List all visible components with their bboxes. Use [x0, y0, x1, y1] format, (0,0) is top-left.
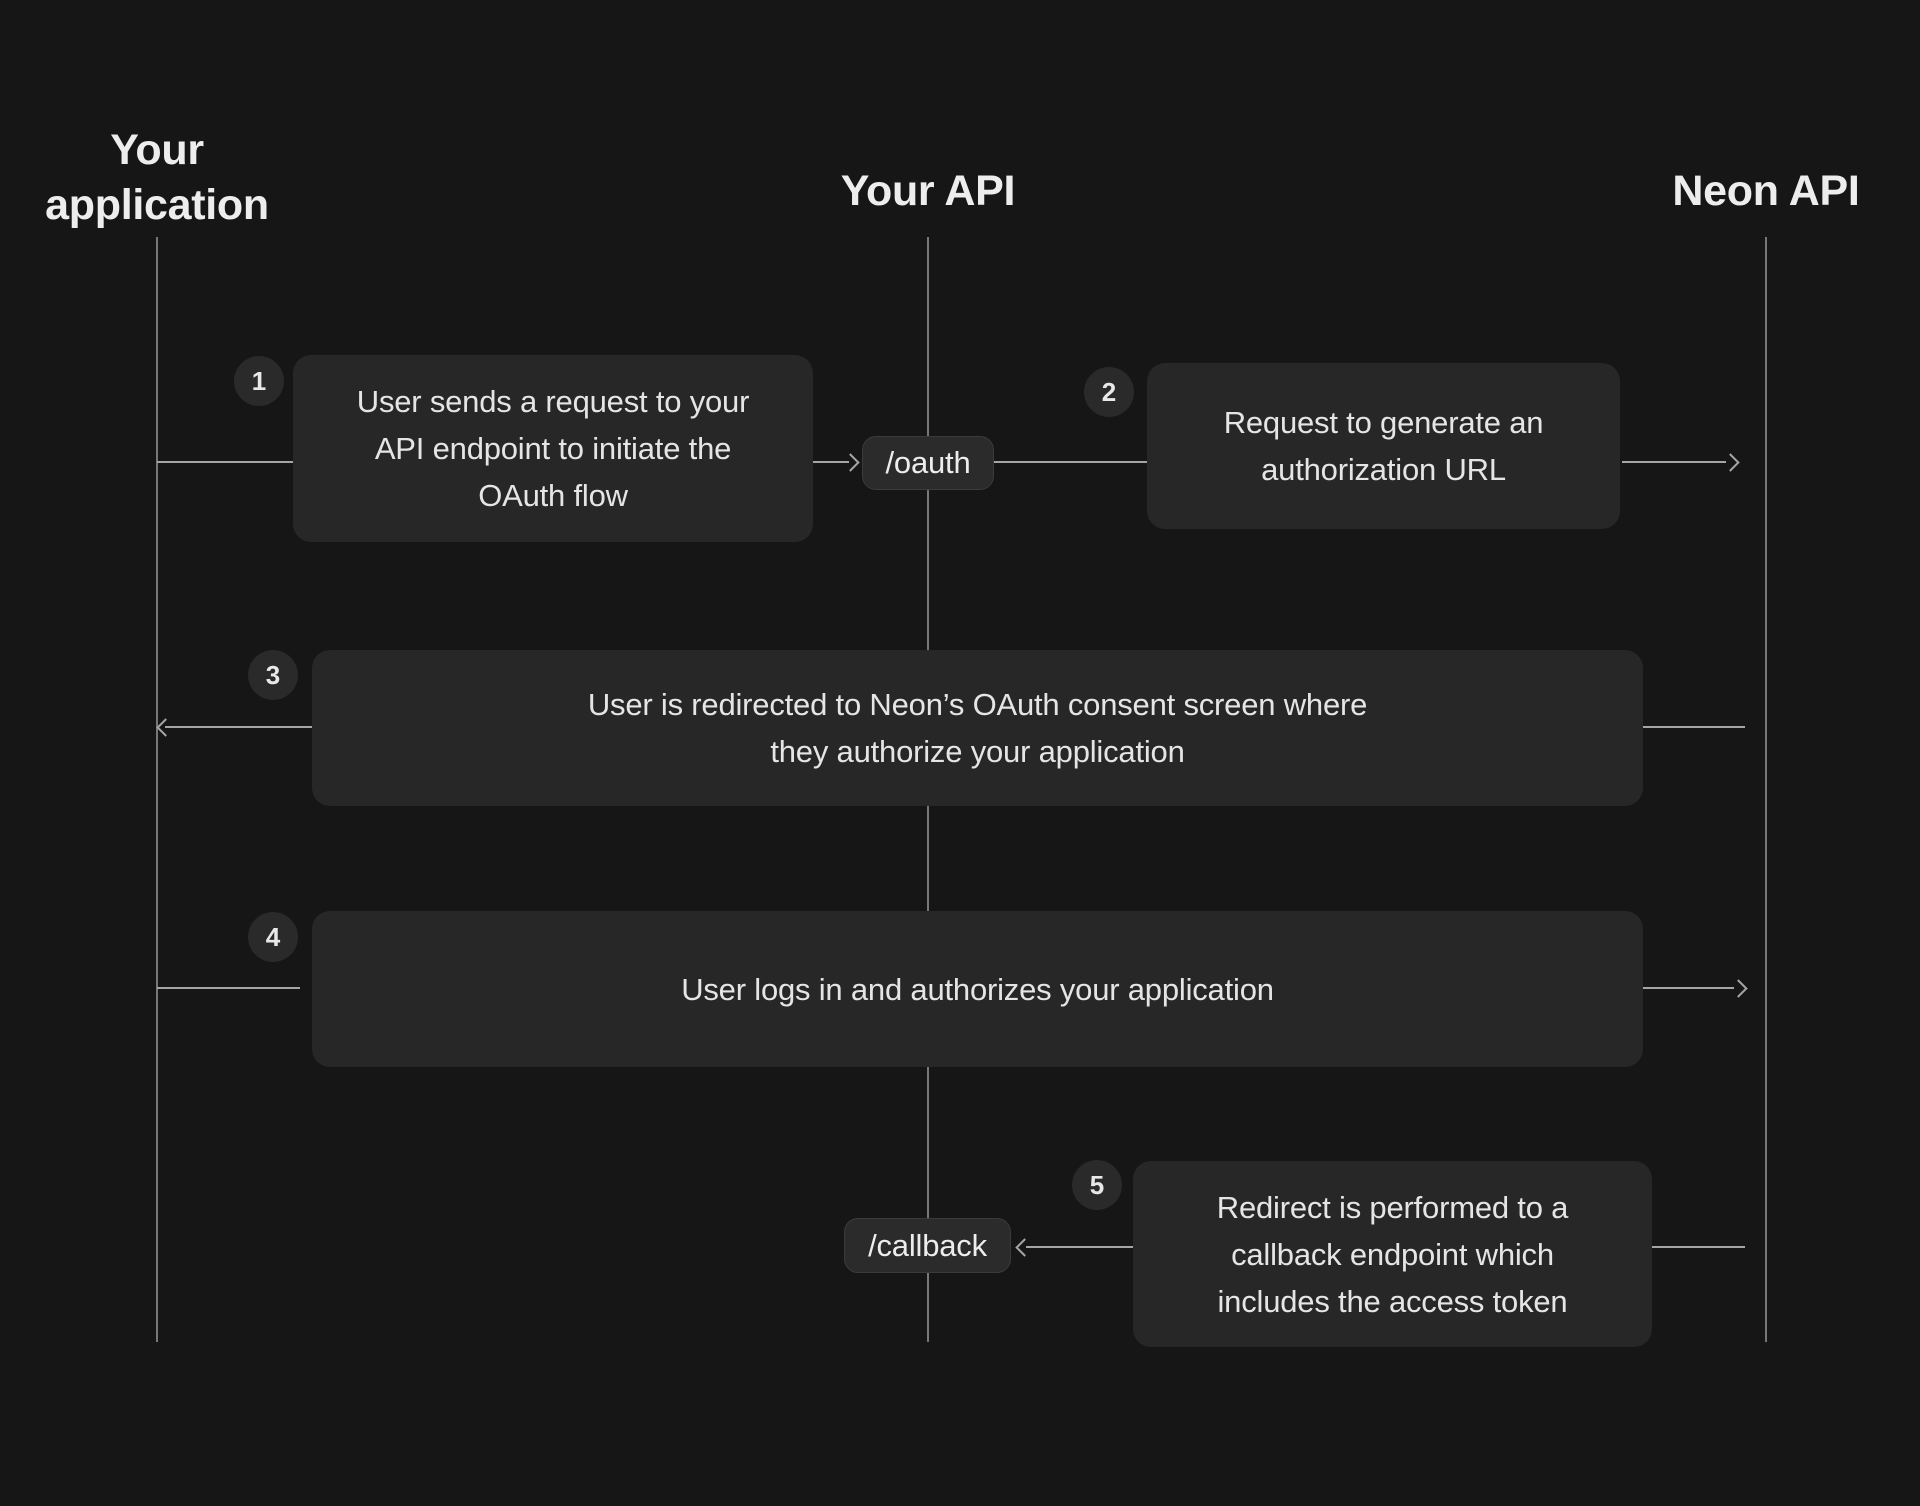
step-1-message-box: User sends a request to your API endpoin…	[293, 355, 813, 542]
message-line-step-2	[994, 461, 1147, 463]
step-5-message-text: Redirect is performed to a callback endp…	[1216, 1189, 1569, 1319]
step-2-message-text: Request to generate an authorization URL	[1223, 405, 1544, 487]
message-line-step-5	[1652, 1246, 1745, 1248]
actor-label-neon-api: Neon API	[1672, 167, 1860, 215]
step-5-message-box: Redirect is performed to a callback endp…	[1133, 1161, 1652, 1347]
step-3-message-box: User is redirected to Neon’s OAuth conse…	[312, 650, 1643, 806]
message-line-step-4	[1643, 987, 1734, 989]
message-line-step-1	[813, 461, 849, 463]
step-3-message-text: User is redirected to Neon’s OAuth conse…	[587, 687, 1368, 769]
step-5-number-badge: 5	[1072, 1160, 1122, 1210]
step-4-message-text: User logs in and authorizes your applica…	[681, 971, 1274, 1007]
lifeline-neon-api	[1765, 237, 1767, 1342]
step-4-message-box: User logs in and authorizes your applica…	[312, 911, 1643, 1067]
arrowhead-left-icon	[1015, 1238, 1034, 1257]
arrowhead-right-icon	[1721, 453, 1740, 472]
arrowhead-left-icon	[156, 718, 175, 737]
step-1-message-text: User sends a request to your API endpoin…	[356, 384, 750, 513]
message-line-step-2	[1622, 461, 1726, 463]
step-4-number-badge: 4	[248, 912, 298, 962]
message-line-step-3	[1643, 726, 1745, 728]
actor-label-your-api: Your API	[840, 167, 1016, 215]
message-line-step-5	[1026, 1246, 1133, 1248]
lifeline-your-application	[156, 237, 158, 1342]
arrowhead-right-icon	[841, 453, 860, 472]
actor-label-your-application: Your application	[45, 126, 269, 229]
step-2-number-badge: 2	[1084, 367, 1134, 417]
step-2-message-box: Request to generate an authorization URL	[1147, 363, 1620, 529]
callback-endpoint-pill: /callback	[844, 1218, 1011, 1273]
arrowhead-right-icon	[1729, 979, 1748, 998]
step-3-number-badge: 3	[248, 650, 298, 700]
message-line-step-4	[157, 987, 300, 989]
message-line-step-3	[165, 726, 312, 728]
message-line-step-1	[157, 461, 293, 463]
oauth-endpoint-pill: /oauth	[862, 436, 994, 490]
step-1-number-badge: 1	[234, 356, 284, 406]
